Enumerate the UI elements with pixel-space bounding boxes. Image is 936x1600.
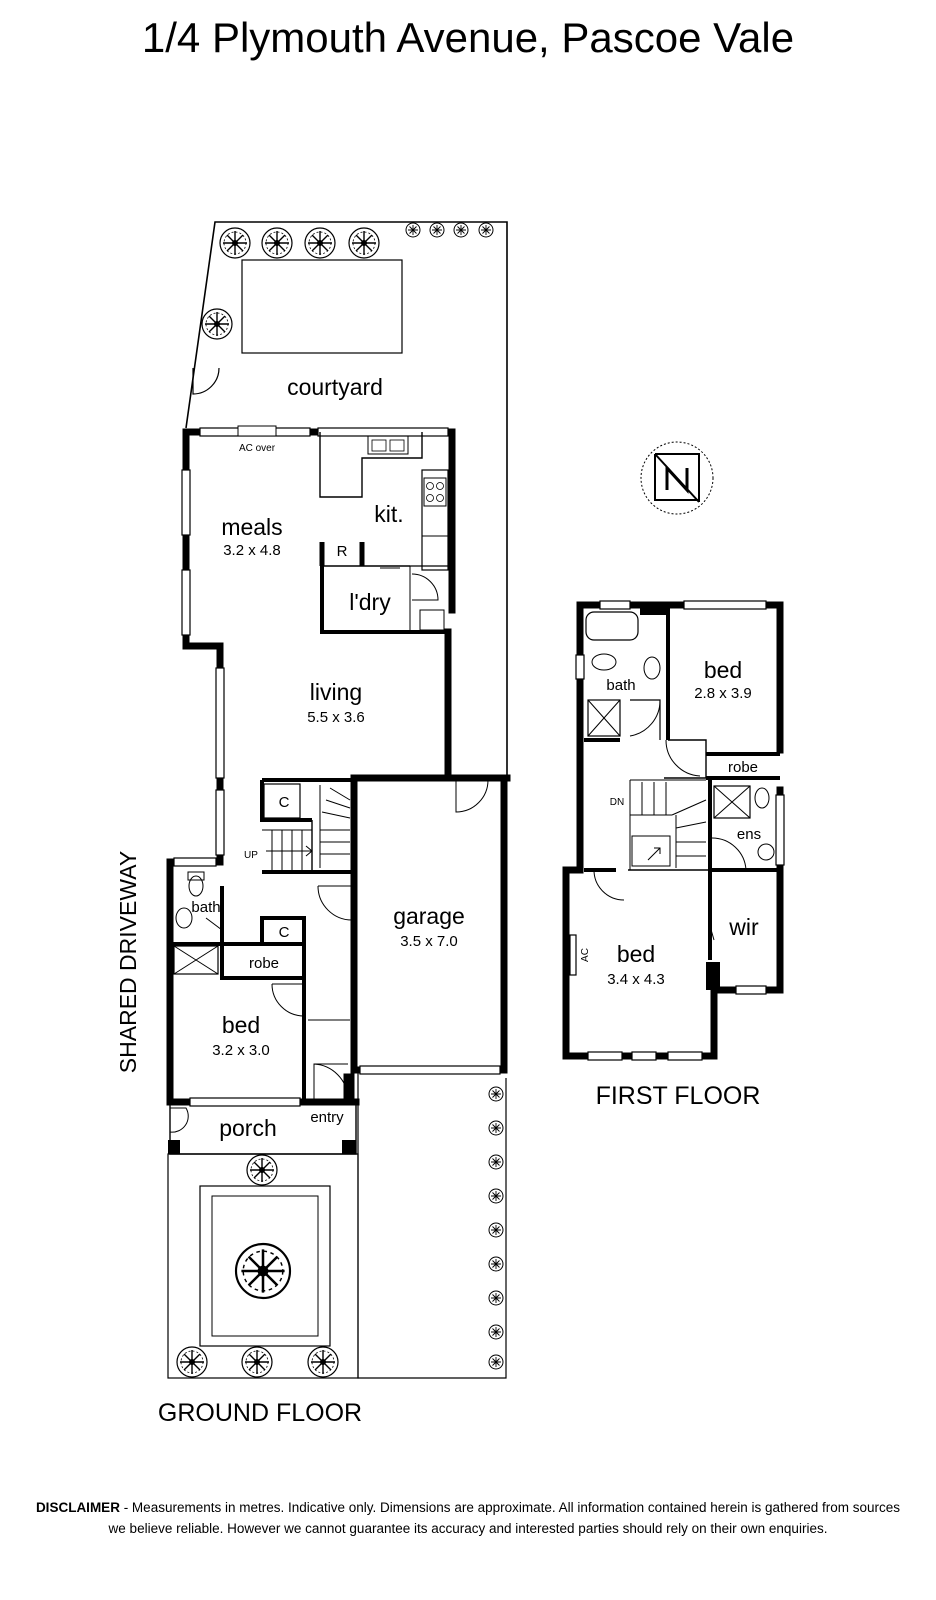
- ac-unit-icon: [237, 425, 277, 437]
- porch-label: porch: [219, 1115, 277, 1141]
- fridge-recess: [319, 542, 365, 566]
- disclaimer-heading: DISCLAIMER: [35, 1500, 120, 1515]
- ground-bath-fittings: [172, 871, 224, 975]
- garage-label: garage: [393, 903, 465, 929]
- stair-up-label: UP: [244, 850, 258, 861]
- ensuite-label: ens: [737, 826, 761, 843]
- fridge-label: R: [337, 543, 348, 560]
- living-label: living: [310, 679, 362, 705]
- north-bed-label: bed: [704, 657, 742, 683]
- meals-label: meals: [221, 514, 282, 540]
- first-floor-label: FIRST FLOOR: [596, 1082, 761, 1110]
- courtyard-shrubs: [201, 222, 494, 340]
- shared-driveway-label: SHARED DRIVEWAY: [115, 851, 141, 1073]
- ground-robe-label: robe: [249, 955, 279, 972]
- hall-doors: [317, 779, 489, 921]
- meals-dimensions: 3.2 x 4.8: [223, 542, 281, 559]
- laundry-walls: [320, 565, 448, 634]
- stair-cupboard: [263, 783, 301, 819]
- front-garden: [167, 1070, 507, 1379]
- first-interior-walls: [584, 605, 780, 990]
- first-ac-label: AC: [580, 948, 591, 962]
- ground-stairs: [260, 778, 352, 874]
- stair-down-label: DN: [610, 797, 624, 808]
- living-dimensions: 5.5 x 3.6: [307, 709, 365, 726]
- ac-over-label: AC over: [239, 443, 276, 454]
- disclaimer-text: - Measurements in metres. Indicative onl…: [108, 1500, 901, 1536]
- north-arrow-icon: [640, 441, 714, 515]
- ground-bath-label: bath: [191, 899, 220, 916]
- courtyard-boundary: [185, 221, 508, 780]
- ground-floor-label: GROUND FLOOR: [158, 1399, 362, 1427]
- kitchen-fittings: [319, 432, 449, 571]
- first-robe-label: robe: [728, 759, 758, 776]
- main-bed-dimensions: 3.4 x 4.3: [607, 971, 665, 988]
- kitchen-label: kit.: [374, 501, 403, 527]
- garage-dimensions: 3.5 x 7.0: [400, 933, 458, 950]
- courtyard-lawn: [241, 259, 403, 354]
- main-bed-label: bed: [617, 941, 655, 967]
- ground-bed-dimensions: 3.2 x 3.0: [212, 1042, 270, 1059]
- first-windows: [569, 600, 785, 1061]
- wir-label: wir: [728, 914, 759, 940]
- first-floor-plan: bath bed 2.8 x 3.9 robe DN ens wir bed 3…: [562, 600, 785, 1110]
- entry-label: entry: [310, 1109, 344, 1126]
- first-bath-label: bath: [606, 677, 635, 694]
- courtyard-label: courtyard: [287, 374, 383, 400]
- ground-windows: [173, 427, 501, 1107]
- page-title: 1/4 Plymouth Avenue, Pascoe Vale: [141, 14, 795, 61]
- ground-floor-plan: AC over: [115, 221, 511, 1427]
- north-bed-dimensions: 2.8 x 3.9: [694, 685, 752, 702]
- bed-walls: [220, 916, 355, 1103]
- courtyard-gate: [192, 367, 220, 395]
- stair-cupboard-label: C: [279, 794, 290, 811]
- bed-cupboard-label: C: [279, 924, 290, 941]
- ground-bed-label: bed: [222, 1012, 260, 1038]
- disclaimer: DISCLAIMER - Measurements in metres. Ind…: [30, 1497, 906, 1539]
- laundry-label: l'dry: [349, 589, 391, 615]
